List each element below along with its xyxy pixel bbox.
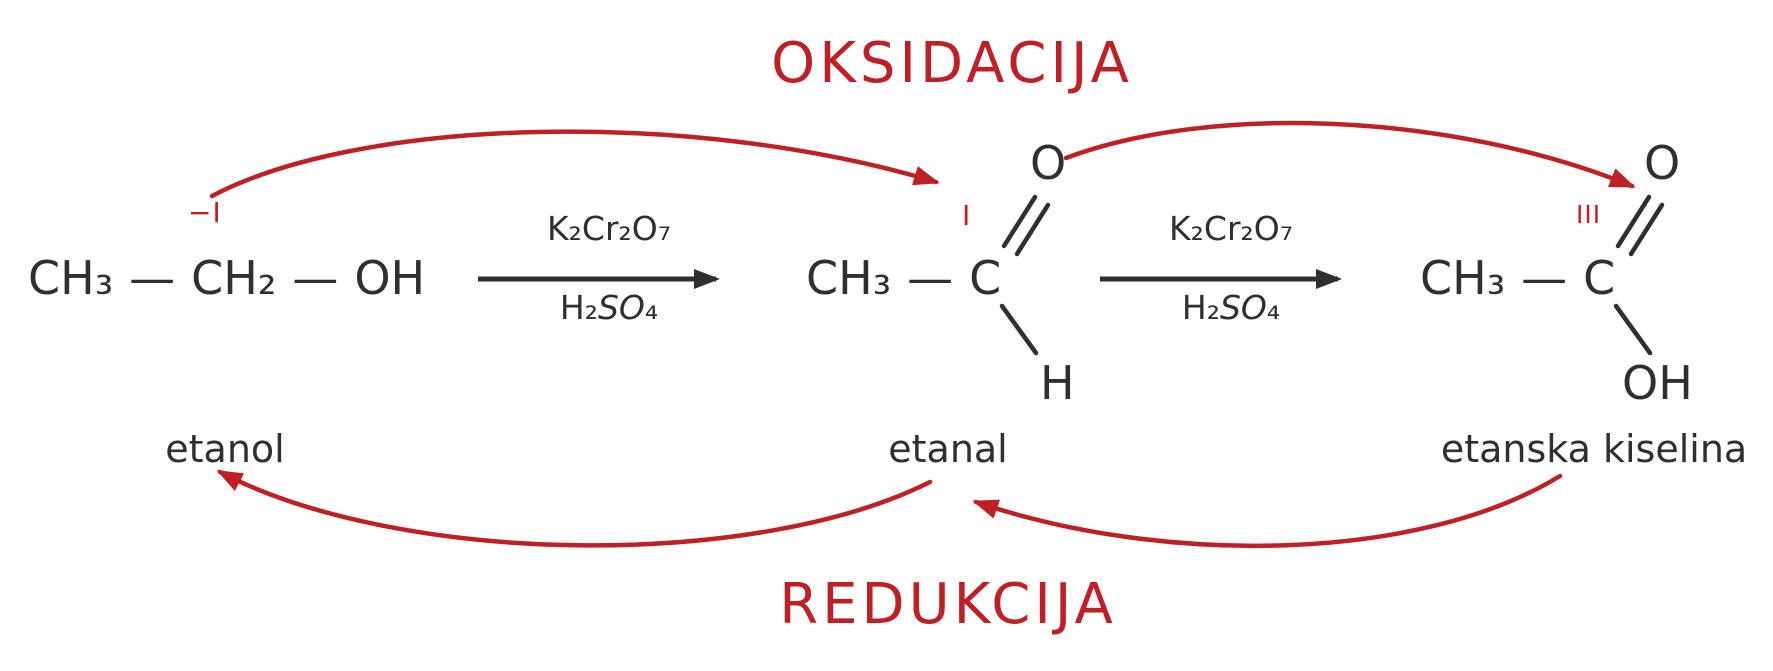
etanal-oxidation-state: I [962, 199, 972, 232]
reagent-acid-1: H₂SO₄ [559, 288, 659, 327]
acid-hydroxyl-group: OH [1622, 356, 1693, 410]
reagent-oxidant-1: K₂Cr₂O₇ [547, 209, 671, 248]
etanal-label: etanal [888, 427, 1008, 471]
etanal-c-h-bond [999, 303, 1039, 356]
bond-dash: — [907, 251, 954, 305]
reduction-title: REDUKCIJA [779, 572, 1117, 637]
oxidation-title: OKSIDACIJA [771, 31, 1133, 96]
reagent-oxidant-2: K₂Cr₂O₇ [1169, 209, 1293, 248]
reduction-curve-arrow-right [972, 473, 1563, 549]
etanal-formula: CH₃ — C [806, 252, 1001, 305]
acid-double-bond-line-1 [1615, 194, 1652, 249]
etanol-label: etanol [165, 427, 285, 471]
etanol-formula: CH₃ — CH₂ — OH [28, 252, 425, 305]
formula-part: OH [354, 251, 426, 305]
oxidation-curve-arrow-1 [209, 129, 940, 199]
reduction-curve-arrow-left [216, 469, 933, 548]
bond-dash: — [292, 251, 339, 305]
formula-part: CH₂ [191, 251, 277, 305]
formula-part: CH₃ [1420, 251, 1506, 305]
etanal-hydrogen-atom: H [1040, 356, 1075, 410]
reagent-acid-part: SO [597, 288, 645, 327]
etanal-double-bond-line-1 [1001, 194, 1038, 249]
bond-dash: — [1521, 251, 1568, 305]
formula-part: C [969, 251, 1002, 305]
reagent-acid-part: SO [1219, 288, 1267, 327]
reagent-acid-part: H₂ [559, 288, 598, 327]
formula-part: C [1583, 251, 1616, 305]
acid-oxygen-atom: O [1644, 136, 1681, 190]
etanol-oxidation-state: −I [188, 196, 222, 229]
acid-label: etanska kiselina [1440, 427, 1748, 471]
formula-part: CH₃ [28, 251, 114, 305]
oxidation-curve-arrow-2 [1063, 120, 1636, 189]
bond-dash: — [129, 251, 176, 305]
reagent-acid-2: H₂SO₄ [1181, 288, 1281, 327]
etanal-double-bond-line-2 [1014, 202, 1051, 257]
reagent-acid-part: ₄ [644, 288, 659, 327]
reagent-acid-part: ₄ [1266, 288, 1281, 327]
acid-oxidation-state: III [1576, 200, 1602, 229]
acid-formula: CH₃ — C [1420, 252, 1615, 305]
reagent-acid-part: H₂ [1181, 288, 1220, 327]
etanal-oxygen-atom: O [1030, 136, 1067, 190]
acid-double-bond-line-2 [1628, 202, 1665, 257]
formula-part: CH₃ [806, 251, 892, 305]
acid-c-oh-bond [1613, 303, 1653, 356]
